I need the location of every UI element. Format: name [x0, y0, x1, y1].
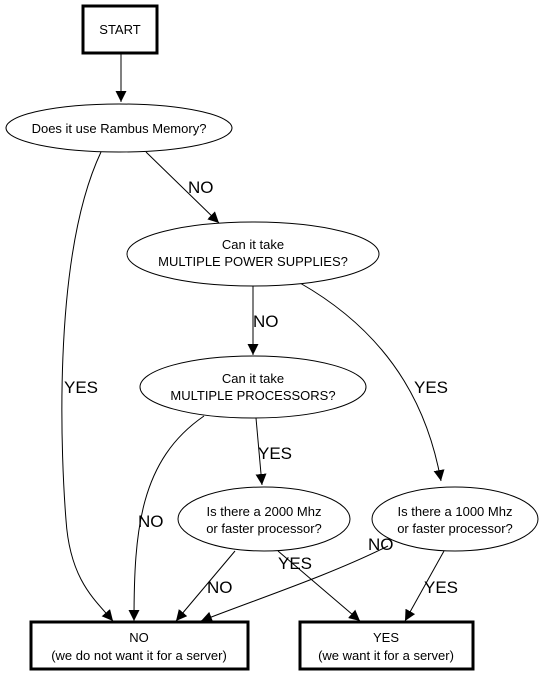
mhz2000-label-line-1: Is there a 2000 Mhz [207, 504, 322, 519]
edge-power-to-mhz1000 [299, 282, 445, 482]
edge-rambus-to-no [61, 151, 114, 622]
mhz1000-label-line-2: or faster processor? [397, 521, 513, 536]
label-power-to-processors: NO [253, 312, 279, 331]
result-yes-box [298, 620, 475, 671]
node-start: START [81, 4, 159, 55]
node-result-yes: YES (we want it for a server) [298, 620, 475, 671]
edge-labels: NO YES NO YES YES NO NO YES NO YES [64, 178, 458, 597]
result-yes-line-2: (we want it for a server) [318, 648, 454, 663]
node-rambus-question: Does it use Rambus Memory? [5, 103, 233, 153]
label-mhz1000-to-no: NO [368, 535, 394, 554]
mhz1000-ellipse [371, 486, 539, 552]
edge-mhz1000-to-no [200, 545, 389, 623]
node-power-supplies-question: Can it take MULTIPLE POWER SUPPLIES? [126, 221, 380, 287]
result-yes-line-1: YES [373, 630, 399, 645]
node-1000mhz-question: Is there a 1000 Mhz or faster processor? [371, 486, 539, 552]
power-ellipse [126, 221, 380, 287]
node-2000mhz-question: Is there a 2000 Mhz or faster processor? [177, 486, 351, 552]
edge-mhz2000-to-no [175, 550, 236, 622]
node-result-no: NO (we do not want it for a server) [29, 620, 250, 671]
label-mhz2000-to-yes: YES [278, 554, 312, 573]
label-rambus-to-no: YES [64, 378, 98, 397]
mhz2000-ellipse [177, 486, 351, 552]
node-processors-question: Can it take MULTIPLE PROCESSORS? [139, 355, 367, 419]
edge-mhz2000-to-yes [277, 550, 361, 622]
power-label-line-2: MULTIPLE POWER SUPPLIES? [158, 254, 348, 269]
power-label-line-1: Can it take [222, 237, 284, 252]
processors-ellipse [139, 355, 367, 419]
processors-label-line-1: Can it take [222, 371, 284, 386]
edge-processors-to-no [128, 415, 205, 622]
rambus-label: Does it use Rambus Memory? [32, 121, 207, 136]
edge-rambus-to-power [145, 151, 220, 224]
result-no-line-2: (we do not want it for a server) [51, 648, 227, 663]
edge-processors-to-mhz2000 [255, 417, 267, 486]
result-no-box [29, 620, 250, 671]
label-power-to-mhz1000: YES [414, 378, 448, 397]
mhz2000-label-line-2: or faster processor? [206, 521, 322, 536]
edge-mhz1000-to-yes [404, 550, 445, 622]
label-rambus-to-power: NO [188, 178, 214, 197]
label-processors-to-no: NO [138, 512, 164, 531]
label-processors-to-mhz2000: YES [258, 444, 292, 463]
rambus-ellipse [5, 103, 233, 153]
label-mhz1000-to-yes: YES [424, 578, 458, 597]
edges [61, 53, 445, 623]
label-mhz2000-to-no: NO [207, 578, 233, 597]
mhz1000-label-line-1: Is there a 1000 Mhz [398, 504, 513, 519]
start-box [81, 4, 159, 55]
result-no-line-1: NO [129, 630, 149, 645]
start-label: START [99, 22, 140, 37]
processors-label-line-2: MULTIPLE PROCESSORS? [170, 388, 335, 403]
